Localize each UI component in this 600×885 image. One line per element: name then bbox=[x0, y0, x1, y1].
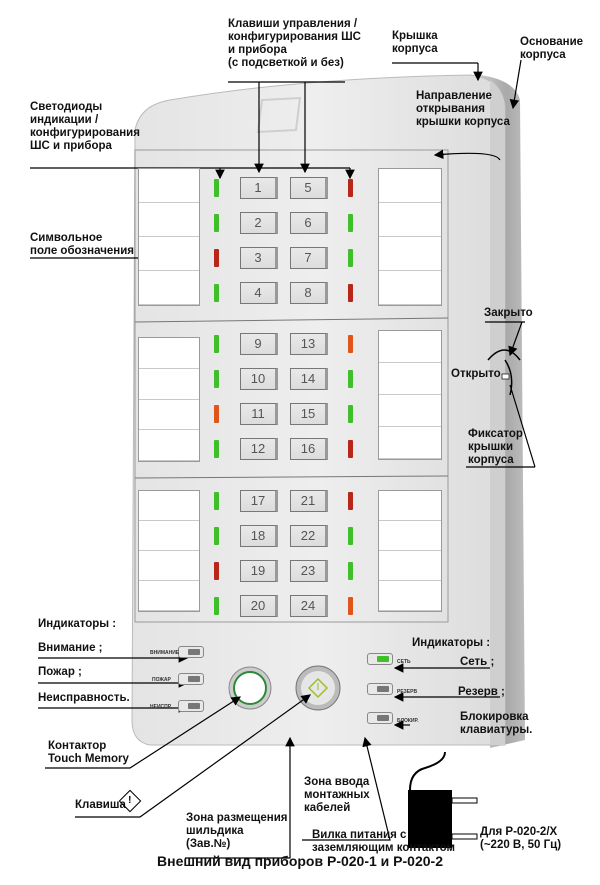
attention-indicator bbox=[178, 646, 204, 658]
key-19[interactable]: 19 bbox=[240, 560, 278, 582]
label-latch: Фиксатор крышки корпуса bbox=[468, 428, 523, 466]
key-7[interactable]: 7 bbox=[290, 247, 328, 269]
label-fire: Пожар ; bbox=[38, 666, 82, 678]
label-cable-zone: Зона ввода монтажных кабелей bbox=[304, 776, 370, 814]
key-2[interactable]: 2 bbox=[240, 212, 278, 234]
key-22[interactable]: 22 bbox=[290, 525, 328, 547]
label-open-direction: Направление открывания крышки корпуса bbox=[416, 90, 510, 128]
key-3[interactable]: 3 bbox=[240, 247, 278, 269]
led-indicator bbox=[214, 370, 219, 388]
latch-rotation-arrows bbox=[487, 349, 521, 361]
label-cover: Крышка корпуса bbox=[392, 30, 438, 55]
symbol-field-right-2 bbox=[378, 330, 442, 460]
label-closed: Закрыто bbox=[484, 307, 533, 319]
led-indicator bbox=[214, 249, 219, 267]
power-plug bbox=[408, 790, 452, 848]
led-indicator bbox=[214, 440, 219, 458]
key-21[interactable]: 21 bbox=[290, 490, 328, 512]
cable bbox=[409, 751, 446, 791]
symbol-field-left-1 bbox=[138, 168, 200, 306]
key-20[interactable]: 20 bbox=[240, 595, 278, 617]
label-plug-model: Для Р-020-2/Х (~220 В, 50 Гц) bbox=[480, 826, 562, 851]
label-keyboard-lock: Блокировка клавиатуры. bbox=[460, 711, 533, 736]
symbol-field-right-3 bbox=[378, 490, 442, 612]
warning-diamond-icon bbox=[307, 677, 329, 699]
key-5[interactable]: 5 bbox=[290, 177, 328, 199]
led-indicator bbox=[348, 405, 353, 423]
key-6[interactable]: 6 bbox=[290, 212, 328, 234]
fire-indicator bbox=[178, 673, 204, 685]
led-indicator bbox=[214, 214, 219, 232]
led-indicator bbox=[348, 562, 353, 580]
led-indicator bbox=[348, 179, 353, 197]
label-symbol-field: Символьное поле обозначения bbox=[30, 232, 134, 257]
led-indicator bbox=[214, 179, 219, 197]
key-9[interactable]: 9 bbox=[240, 333, 278, 355]
led-indicator bbox=[214, 527, 219, 545]
label-base: Основание корпуса bbox=[520, 36, 584, 61]
latch bbox=[501, 373, 510, 380]
label-plug: Вилка питания с заземляющим контактом bbox=[312, 829, 455, 854]
network-caption: СЕТЬ bbox=[397, 659, 411, 665]
key-14[interactable]: 14 bbox=[290, 368, 328, 390]
led-indicator bbox=[348, 440, 353, 458]
label-opened: Открыто bbox=[451, 368, 501, 380]
led-indicator bbox=[348, 335, 353, 353]
led-indicator bbox=[214, 492, 219, 510]
led-indicator bbox=[348, 249, 353, 267]
label-leds: Светодиоды индикации / конфигурирования … bbox=[30, 101, 140, 152]
label-network: Сеть ; bbox=[460, 656, 495, 668]
symbol-field-left-2 bbox=[138, 337, 200, 462]
key-18[interactable]: 18 bbox=[240, 525, 278, 547]
key-24[interactable]: 24 bbox=[290, 595, 328, 617]
lock-caption: БЛОКИР. bbox=[397, 718, 419, 724]
led-indicator bbox=[348, 214, 353, 232]
led-indicator bbox=[348, 370, 353, 388]
label-reserve: Резерв ; bbox=[458, 686, 505, 698]
key-13[interactable]: 13 bbox=[290, 333, 328, 355]
label-keys: Клавиши управления / конфигурирования ШС… bbox=[228, 18, 361, 69]
network-indicator bbox=[367, 653, 393, 665]
symbol-field-right-1 bbox=[378, 168, 442, 306]
fault-caption: НЕИСПР. bbox=[150, 704, 172, 710]
led-indicator bbox=[348, 597, 353, 615]
key-12[interactable]: 12 bbox=[240, 438, 278, 460]
key-8[interactable]: 8 bbox=[290, 282, 328, 304]
reserve-caption: РЕЗЕРВ bbox=[397, 689, 418, 695]
led-indicator bbox=[348, 284, 353, 302]
label-fault: Неисправность. bbox=[38, 692, 130, 704]
caption: Внешний вид приборов Р-020-1 и Р-020-2 bbox=[157, 853, 443, 869]
key-11[interactable]: 11 bbox=[240, 403, 278, 425]
led-indicator bbox=[214, 284, 219, 302]
key-10[interactable]: 10 bbox=[240, 368, 278, 390]
led-indicator bbox=[214, 335, 219, 353]
symbol-field-left-3 bbox=[138, 490, 200, 612]
key-16[interactable]: 16 bbox=[290, 438, 328, 460]
led-indicator bbox=[214, 405, 219, 423]
label-key: Клавиша bbox=[75, 799, 126, 811]
label-indicators-right: Индикаторы : bbox=[412, 637, 491, 649]
label-nameplate-zone: Зона размещения шильдика (Зав.№) bbox=[186, 812, 288, 850]
key-4[interactable]: 4 bbox=[240, 282, 278, 304]
lock-indicator bbox=[367, 712, 393, 724]
key-17[interactable]: 17 bbox=[240, 490, 278, 512]
fire-caption: ПОЖАР bbox=[152, 677, 171, 683]
key-23[interactable]: 23 bbox=[290, 560, 328, 582]
reserve-indicator bbox=[367, 683, 393, 695]
led-indicator bbox=[348, 492, 353, 510]
label-indicators-left: Индикаторы : bbox=[38, 618, 117, 630]
attention-caption: ВНИМАНИЕ bbox=[150, 650, 180, 656]
label-touch-memory: Контактор Touch Memory bbox=[48, 740, 129, 765]
led-indicator bbox=[214, 597, 219, 615]
key-1[interactable]: 1 bbox=[240, 177, 278, 199]
fault-indicator bbox=[178, 700, 204, 712]
key-15[interactable]: 15 bbox=[290, 403, 328, 425]
led-indicator bbox=[348, 527, 353, 545]
led-indicator bbox=[214, 562, 219, 580]
label-attention: Внимание ; bbox=[38, 642, 103, 654]
